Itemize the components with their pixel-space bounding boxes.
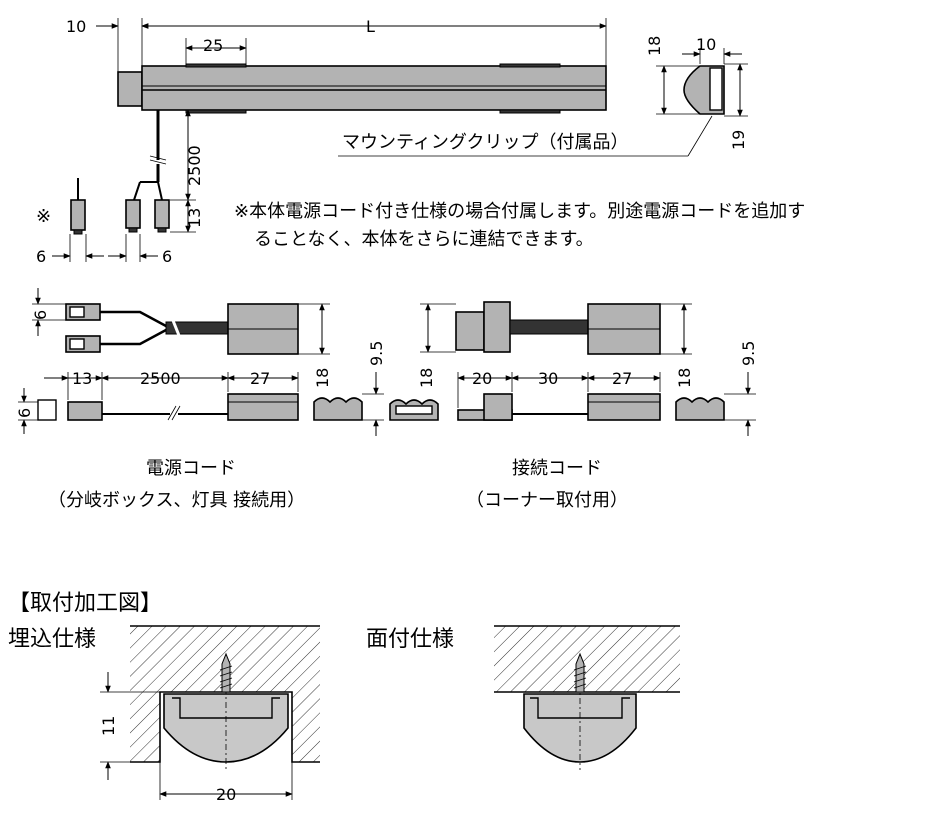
dim-25-label: 25 bbox=[203, 36, 223, 55]
note-line-2: ることなく、本体をさらに連結できます。 bbox=[254, 229, 594, 250]
clip-dim-18: 18 bbox=[645, 36, 664, 56]
dim-L-label: L bbox=[366, 17, 375, 36]
surface-title: 面付仕様 bbox=[366, 627, 454, 652]
cc-title: 接続コード bbox=[512, 458, 602, 479]
pc-dim-2500: 2500 bbox=[140, 369, 181, 388]
pc-subtitle: （分岐ボックス、灯具 接続用） bbox=[48, 490, 305, 511]
clip-dim-10: 10 bbox=[696, 35, 716, 54]
surface-screw bbox=[575, 652, 585, 693]
power-cord-drawing: 6 13 2500 27 18 6 bbox=[15, 288, 386, 511]
asterisk-mark: ※ bbox=[36, 206, 51, 227]
cc-dim-18-right: 18 bbox=[675, 368, 694, 388]
pc-dim-18: 18 bbox=[313, 368, 332, 388]
pc-dim-9-5: 9.5 bbox=[367, 341, 386, 366]
bar-end-cap bbox=[117, 71, 143, 107]
connect-cord-drawing: 20 30 27 18 18 9.5 接続コード （コーナー取付用） bbox=[389, 301, 758, 511]
dim-6a-label: 6 bbox=[36, 247, 46, 266]
light-bar-drawing: 10 L 25 2500 bbox=[36, 17, 805, 266]
mounting-section: 【取付加工図】 埋込仕様 面付仕様 11 20 bbox=[8, 591, 680, 804]
cc-subtitle: （コーナー取付用） bbox=[466, 490, 628, 511]
bar-body bbox=[141, 65, 607, 111]
clip-label: マウンティングクリップ（付属品） bbox=[342, 132, 629, 153]
recessed-title: 埋込仕様 bbox=[8, 627, 96, 652]
surface-ceiling bbox=[494, 626, 680, 692]
pc-dim-27: 27 bbox=[250, 369, 270, 388]
pc-dim-6-top: 6 bbox=[31, 310, 50, 320]
mount-dim-20: 20 bbox=[216, 785, 236, 804]
pc-title: 電源コード bbox=[146, 458, 236, 479]
cc-dim-18-left: 18 bbox=[417, 368, 436, 388]
mounting-section-title: 【取付加工図】 bbox=[8, 591, 162, 616]
cc-dim-27: 27 bbox=[612, 369, 632, 388]
recessed-screw bbox=[221, 652, 231, 693]
mounting-clip-drawing: 18 10 19 マウンティングクリップ（付属品） bbox=[338, 35, 748, 157]
pc-dim-13: 13 bbox=[72, 369, 92, 388]
dim-6b-label: 6 bbox=[162, 247, 172, 266]
dim-10-label: 10 bbox=[66, 17, 86, 36]
clip-dim-19: 19 bbox=[729, 130, 748, 150]
note-line-1: ※本体電源コード付き仕様の場合付属します。別途電源コードを追加す bbox=[234, 201, 805, 222]
dim-13-label: 13 bbox=[185, 208, 204, 228]
pc-dim-6-side: 6 bbox=[15, 408, 34, 418]
recessed-ceiling bbox=[130, 626, 320, 762]
cc-dim-9-5: 9.5 bbox=[739, 341, 758, 366]
cc-dim-30: 30 bbox=[538, 369, 558, 388]
mount-dim-11: 11 bbox=[99, 716, 118, 736]
cc-dim-20: 20 bbox=[472, 369, 492, 388]
dim-2500-label: 2500 bbox=[185, 145, 204, 186]
